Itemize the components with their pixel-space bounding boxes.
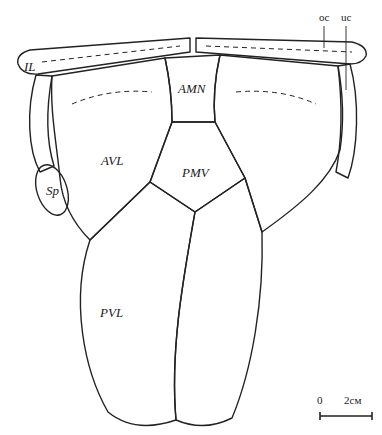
median-plate [150,122,245,212]
callout-label: uc [341,12,351,23]
part-label: Sp [46,184,59,197]
part-label: PVL [100,306,123,319]
median-plate [165,55,220,122]
lateral-strip [30,75,54,172]
dashed-line [206,46,352,52]
spinal-plate [30,161,75,220]
callout-label: oc [319,12,329,23]
dashed-line [42,46,180,62]
part-label: IL [24,60,36,73]
scale-bar [320,415,372,417]
ventrolateral-plate [80,182,195,425]
scale-number: 0 [317,395,323,406]
scale-unit: 2см [344,395,361,406]
ventrolateral-plate [52,58,172,240]
part-label: AVL [101,154,123,167]
dashed-line [72,91,152,104]
leader-line [324,26,325,48]
leader-line [346,26,347,90]
part-label: AMN [178,82,205,95]
dashed-line [236,91,316,104]
ventrolateral-plate [174,178,262,426]
ventrolateral-plate [214,55,342,232]
scale-bar [371,412,373,420]
scale-bar [319,412,321,420]
interolateral-plate [18,38,190,74]
part-label: PMV [182,166,209,179]
